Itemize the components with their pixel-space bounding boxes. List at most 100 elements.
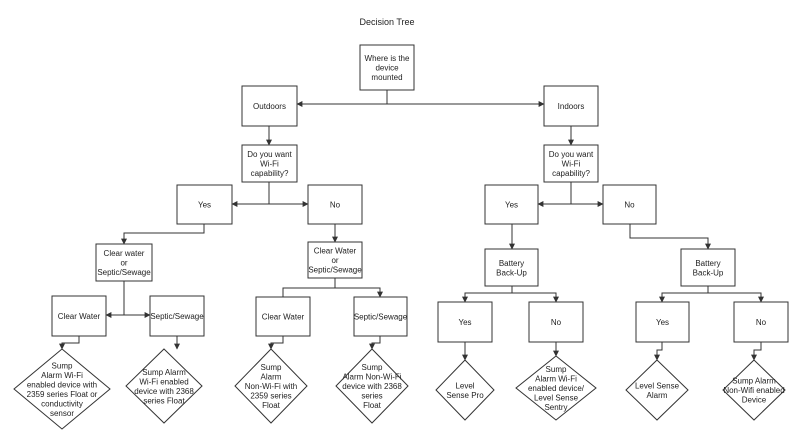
node-no-in: No	[602, 184, 657, 225]
node-label-line: series Float	[143, 396, 185, 405]
node-box	[437, 301, 493, 343]
node-box	[484, 184, 539, 225]
node-label-line: Non-Wi-Fi with	[245, 382, 297, 391]
edge-battery2-yes	[659, 286, 709, 303]
node-label-line: Clear Water	[314, 247, 357, 256]
node-label-line: conductivity	[41, 399, 83, 408]
edge-septic2-result	[369, 336, 381, 350]
node-clear-water-1: Clear Water	[51, 295, 107, 337]
node-label-line: Sump	[261, 363, 282, 372]
node-diamond	[335, 348, 409, 424]
node-label-line: Yes	[198, 201, 211, 210]
node-label-line: Wi-Fi enabled	[139, 377, 188, 386]
node-label-line: Non-Wifi enabled	[723, 386, 784, 395]
node-box	[255, 296, 311, 337]
edge-wifi-out-yes	[231, 182, 270, 207]
node-label-line: or	[331, 256, 338, 265]
node-label-line: No	[551, 318, 562, 327]
node-label-line: Clear Water	[262, 313, 305, 322]
node-label-line: or	[120, 259, 127, 268]
node-label-line: 2359 series	[250, 392, 291, 401]
node-clear-water-2: Clear Water	[255, 296, 311, 337]
node-diamond	[125, 348, 203, 424]
node-label-line: device with 2368	[134, 387, 194, 396]
edge-yes-out-clearsep	[121, 224, 205, 245]
node-label-line: Clear water	[104, 249, 145, 258]
node-label-line: No	[330, 201, 341, 210]
node-label-line: Sense Pro	[446, 391, 484, 400]
node-label-line: Yes	[656, 318, 669, 327]
edge-clearsep2-split	[282, 278, 336, 297]
node-label-line: Outdoors	[253, 102, 286, 111]
node-box	[176, 184, 233, 225]
node-box	[359, 44, 415, 91]
node-diamond	[722, 359, 786, 421]
node-septic-2: Septic/Sewage	[353, 296, 408, 337]
node-label-line: enabled device/	[528, 384, 585, 393]
node-no-out: No	[307, 184, 363, 225]
node-label-line: Septic/Sewage	[308, 266, 362, 275]
edge-no-b2-result	[751, 342, 762, 361]
edges	[59, 90, 764, 361]
node-box	[241, 85, 298, 127]
node-label-line: Battery	[695, 259, 720, 268]
node-diamond	[515, 355, 597, 421]
node-label-line: capability?	[251, 169, 289, 178]
node-label-line: enabled device with	[27, 380, 97, 389]
node-label-line: Septic/Sewage	[354, 313, 408, 322]
node-label-line: Alarm	[647, 391, 668, 400]
edge-clear2-result	[268, 336, 284, 350]
node-box	[528, 301, 584, 343]
node-box	[95, 243, 153, 282]
node-label-line: Septic/Sewage	[97, 268, 151, 277]
node-box	[543, 85, 599, 127]
node-label-line: Yes	[505, 201, 518, 210]
node-label-line: Sump Alarm	[732, 377, 776, 386]
node-label-line: Float	[262, 401, 281, 410]
node-label-line: No	[624, 201, 635, 210]
node-label-line: Wi-Fi	[562, 160, 581, 169]
node-box	[307, 184, 363, 225]
node-label-line: Back-Up	[496, 268, 527, 277]
node-label-line: Sump Alarm	[142, 368, 186, 377]
node-label-line: Float	[363, 401, 382, 410]
node-label-line: Do you want	[549, 150, 594, 159]
node-label-line: device with 2368	[342, 382, 402, 391]
edge-no-in-battery	[629, 224, 711, 250]
node-label-line: Sentry	[544, 403, 567, 412]
node-box	[149, 295, 205, 337]
node-yes-in: Yes	[484, 184, 539, 225]
edge-battery1-yes	[462, 286, 513, 303]
node-box	[307, 241, 363, 279]
node-diamond	[13, 348, 111, 430]
node-label-line: device	[375, 64, 399, 73]
node-box	[733, 301, 789, 343]
node-label-line: Alarm	[261, 373, 282, 382]
edge-battery2-no	[708, 292, 764, 303]
node-label-line: Level Sense	[635, 381, 680, 390]
node-label-line: Yes	[458, 318, 471, 327]
node-box	[241, 144, 298, 183]
node-box	[51, 295, 107, 337]
node-label-line: Level Sense	[534, 394, 579, 403]
node-label-line: sensor	[50, 409, 74, 418]
node-label-line: Alarm Wi-Fi	[41, 371, 83, 380]
node-box	[602, 184, 657, 225]
node-outdoors: Outdoors	[241, 85, 298, 127]
node-label-line: Where is the	[365, 54, 410, 63]
edge-clear1-result	[59, 336, 80, 350]
node-label-line: Sump	[546, 365, 567, 374]
